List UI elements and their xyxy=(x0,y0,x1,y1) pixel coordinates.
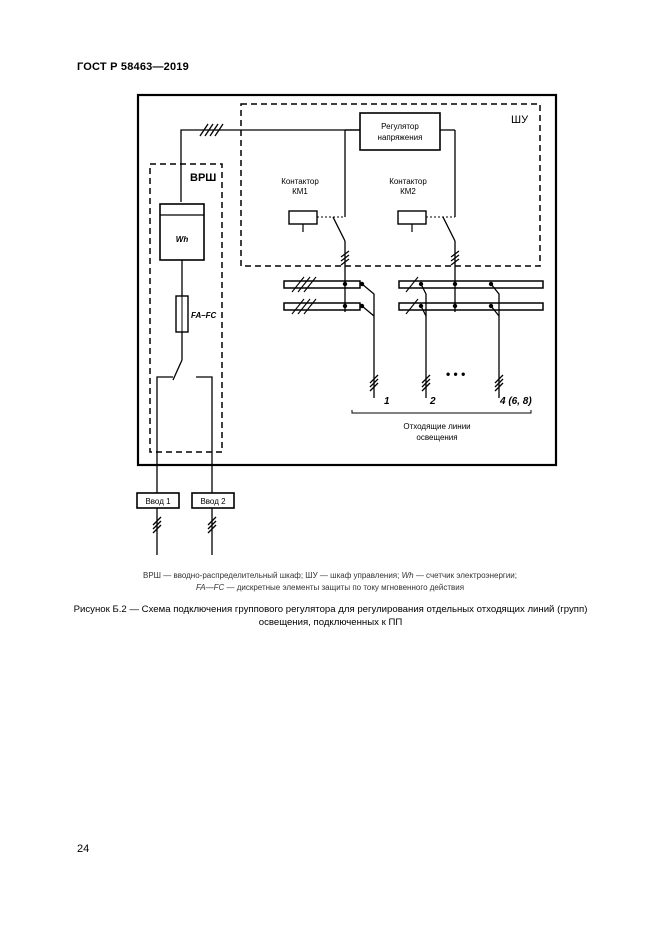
outgoing-drops xyxy=(361,283,504,398)
regulator-label-line2: напряжения xyxy=(378,133,423,142)
busbar-junctions xyxy=(342,281,494,309)
legend-line2: FA—FC — дискретные элементы защиты по то… xyxy=(90,582,570,594)
regulator-label-line1: Регулятор xyxy=(381,122,419,131)
busbar-bottom-right xyxy=(398,302,544,311)
input-feeders xyxy=(152,508,217,555)
ellipsis-dots: • • • xyxy=(446,367,465,381)
legend-wh: Wh xyxy=(401,571,414,580)
input-2-label: Ввод 2 xyxy=(200,497,226,506)
km1-contact xyxy=(332,216,350,312)
legend-fafc: FA—FC xyxy=(195,583,225,592)
caption-line2: освещения, подключенных к ПП xyxy=(258,617,403,628)
shu-label: ШУ xyxy=(511,114,529,126)
fuse-label: FA–FC xyxy=(191,311,217,320)
changeover-switch xyxy=(156,359,213,493)
vrsh-label: ВРШ xyxy=(190,172,216,184)
busbar-hatches xyxy=(291,276,419,315)
km1-label-line1: Контактор xyxy=(281,177,319,186)
input-1-label: Ввод 1 xyxy=(145,497,171,506)
legend-line1-a: ВРШ — вводно-распределительный шкаф; ШУ … xyxy=(143,571,400,580)
input-1-box xyxy=(136,492,180,509)
regulator-feeds xyxy=(344,129,456,217)
legend-line1: ВРШ — вводно-распределительный шкаф; ШУ … xyxy=(90,570,570,582)
km1-label-line2: КМ1 xyxy=(292,187,308,196)
km2-contact xyxy=(442,216,460,312)
legend: ВРШ — вводно-распределительный шкаф; ШУ … xyxy=(90,570,570,594)
km2-label-line1: Контактор xyxy=(389,177,427,186)
km2-coil xyxy=(397,210,427,225)
line-label-2: 2 xyxy=(429,396,436,407)
energy-meter xyxy=(159,203,205,261)
km1-coil xyxy=(288,210,318,225)
km2-label-line2: КМ2 xyxy=(400,187,416,196)
outgoing-label-line2: освещения xyxy=(416,433,457,442)
control-line xyxy=(180,123,360,202)
line-label-n: 4 (6, 8) xyxy=(499,396,532,407)
legend-line2-b: — дискретные элементы защиты по току мгн… xyxy=(226,583,465,592)
outgoing-label-line1: Отходящие линии xyxy=(403,422,470,431)
meter-label: Wh xyxy=(176,235,189,244)
caption-line1: Рисунок Б.2 — Схема подключения группово… xyxy=(73,604,588,615)
outer-frame xyxy=(136,93,558,467)
input-2-box xyxy=(191,492,235,509)
busbar-top-right xyxy=(398,280,544,289)
busbars xyxy=(283,280,544,311)
outgoing-bracket xyxy=(351,410,532,414)
legend-line1-b: — счетчик электроэнергии; xyxy=(415,571,517,580)
voltage-regulator xyxy=(359,112,441,151)
page-number: 24 xyxy=(77,843,90,855)
vrsh-dashed-box xyxy=(149,163,223,453)
standard-header: ГОСТ Р 58463—2019 xyxy=(77,61,189,73)
shu-dashed-box xyxy=(240,103,541,267)
figure-caption: Рисунок Б.2 — Схема подключения группово… xyxy=(70,603,591,629)
line-label-1: 1 xyxy=(384,396,390,407)
